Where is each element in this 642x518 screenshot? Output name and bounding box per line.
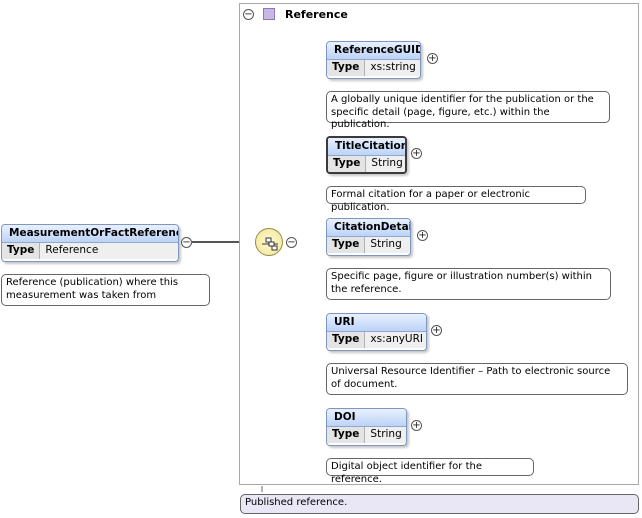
group-title: Reference <box>285 8 348 21</box>
group-collapse-toggle[interactable]: − <box>243 9 254 20</box>
group-annotation: Published reference. <box>240 494 639 514</box>
annotation-citationdetail: Specific page, figure or illustration nu… <box>326 268 611 300</box>
type-value: String <box>365 237 410 253</box>
type-value: xs:anyURI <box>365 332 426 348</box>
type-value: String <box>365 427 406 443</box>
sequence-compositor[interactable] <box>255 228 283 256</box>
expand-citationdetail-toggle[interactable]: + <box>417 230 428 241</box>
type-value: String <box>366 156 405 172</box>
type-key: Type <box>327 332 366 348</box>
annotation-doi: Digital object identifier for the refere… <box>326 458 534 485</box>
type-key: Type <box>328 156 367 172</box>
element-name: TitleCitation <box>328 138 405 155</box>
annotation-titlecitation: Formal citation for a paper or electroni… <box>326 186 586 213</box>
sequence-collapse-toggle[interactable]: − <box>286 237 297 248</box>
root-collapse-toggle[interactable]: − <box>181 237 192 248</box>
type-value: xs:string <box>365 60 420 76</box>
root-annotation: Reference (publication) where this measu… <box>1 274 210 306</box>
type-key: Type <box>327 60 366 76</box>
annotation-referenceguid: A globally unique identifier for the pub… <box>326 91 610 130</box>
complex-type-icon <box>263 8 275 20</box>
element-name: DOI <box>327 409 406 426</box>
root-type-key: Type <box>2 243 41 259</box>
expand-titlecitation-toggle[interactable]: + <box>411 148 422 159</box>
expand-referenceguid-toggle[interactable]: + <box>427 53 438 64</box>
expand-doi-toggle[interactable]: + <box>411 420 422 431</box>
expand-uri-toggle[interactable]: + <box>431 325 442 336</box>
element-name: URI <box>327 314 426 331</box>
element-name: CitationDetail <box>327 219 410 236</box>
reference-group-box <box>239 3 639 485</box>
element-name: ReferenceGUID <box>327 42 420 59</box>
root-element-box[interactable]: MeasurementOrFactReference Type Referenc… <box>1 224 179 262</box>
sequence-icon <box>262 237 278 251</box>
annotation-uri: Universal Resource Identifier – Path to … <box>326 363 628 395</box>
root-type-value: Reference <box>40 243 178 259</box>
type-key: Type <box>327 427 366 443</box>
type-key: Type <box>327 237 366 253</box>
root-element-name: MeasurementOrFactReference <box>2 225 178 242</box>
